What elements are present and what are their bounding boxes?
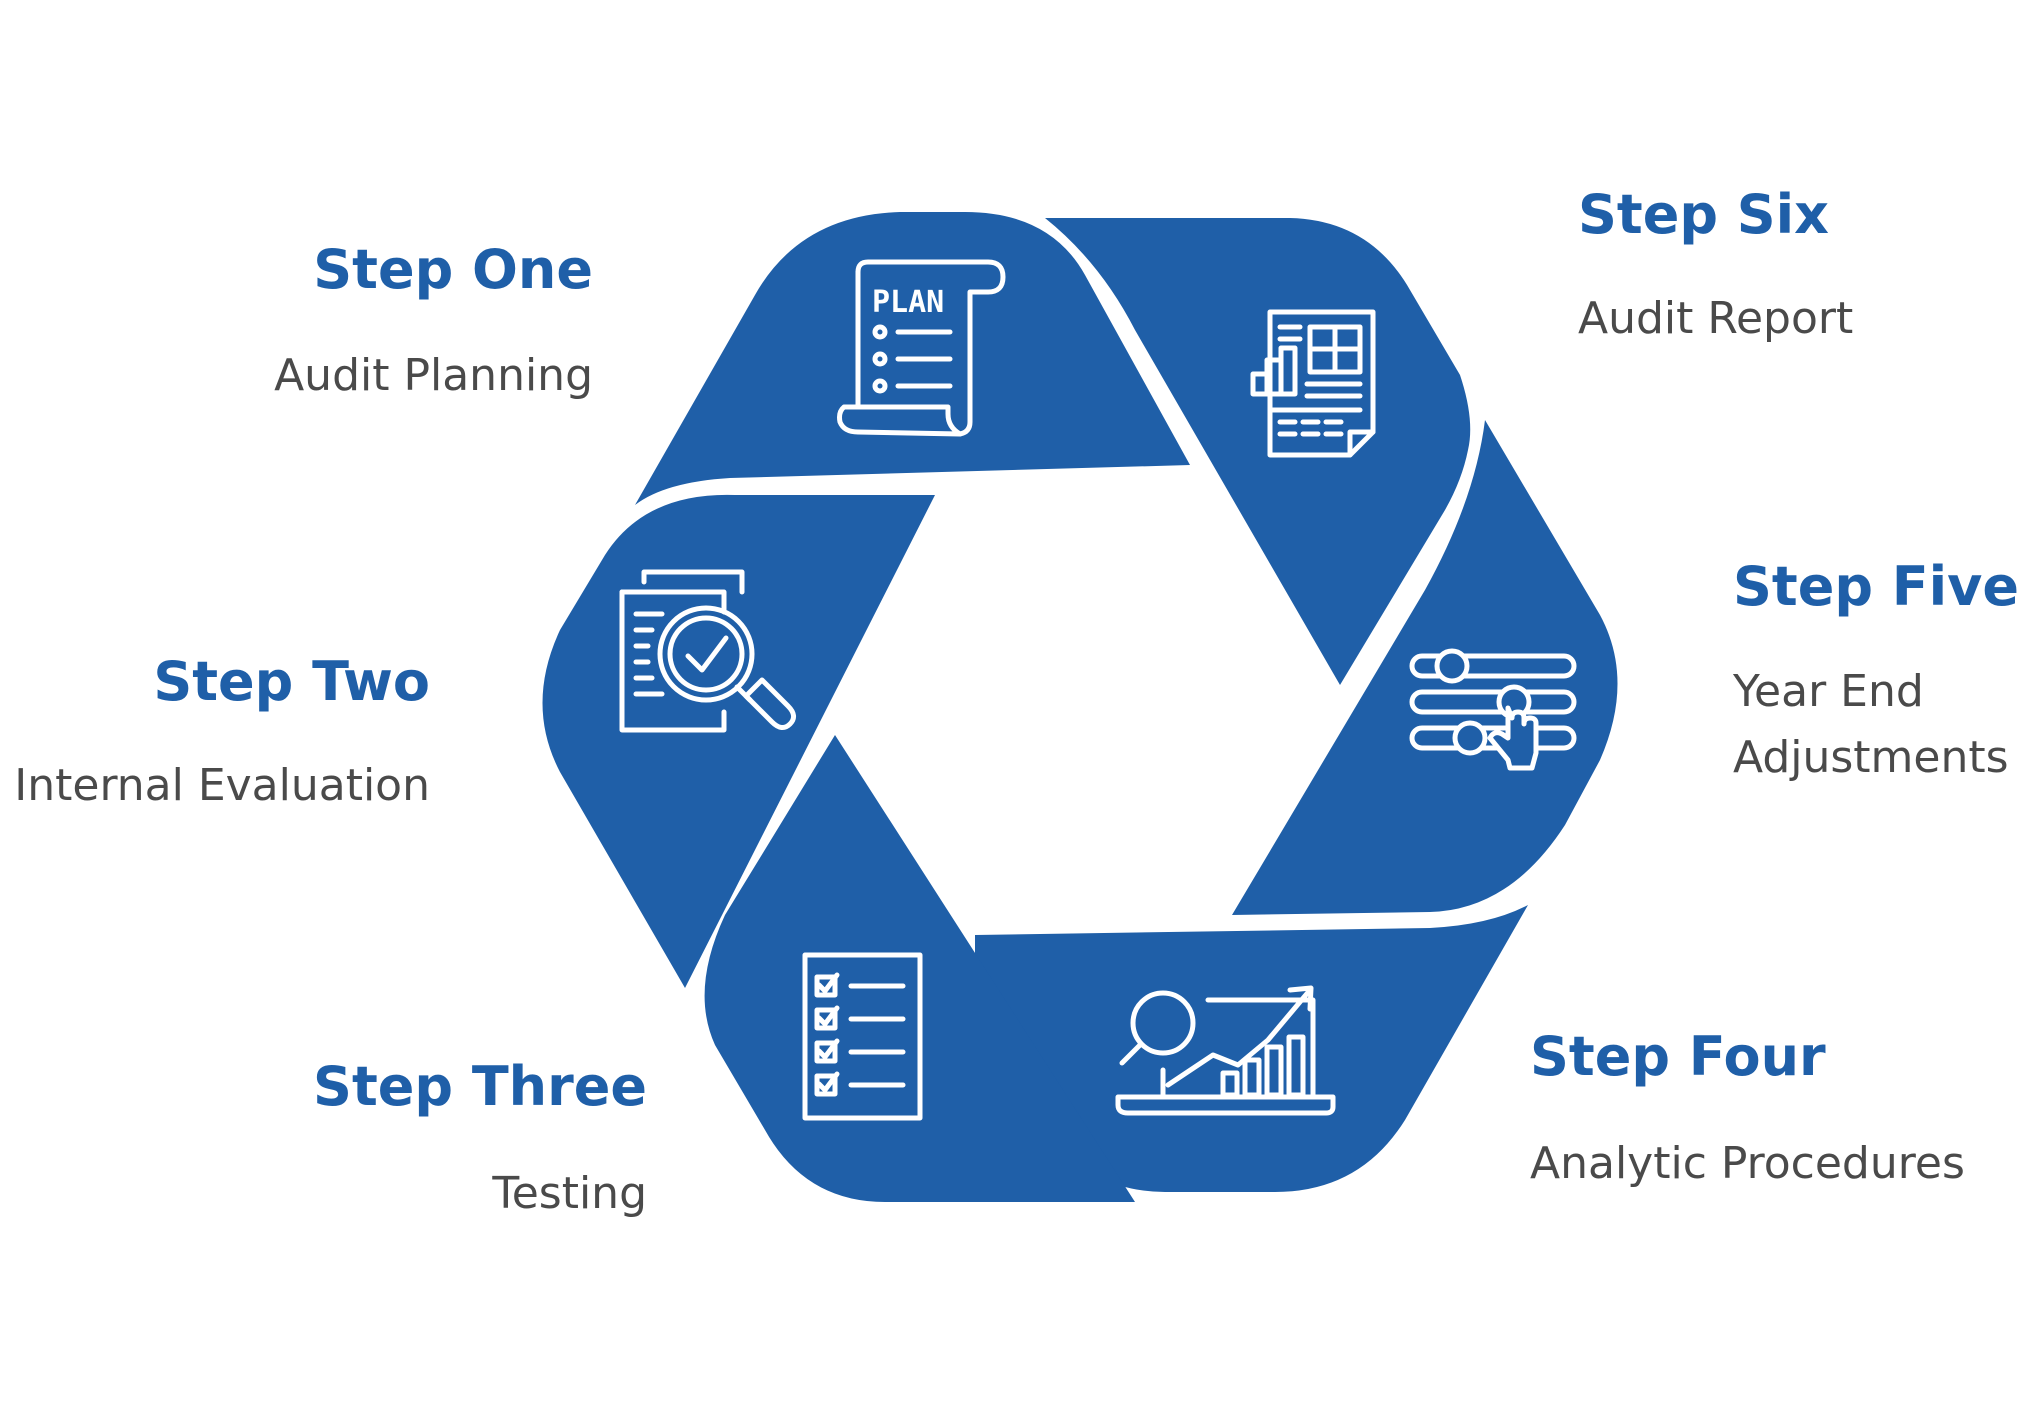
- segment-step-five: [1232, 420, 1618, 915]
- step-four-description: Analytic Procedures: [1530, 1138, 1965, 1189]
- checklist-icon: [802, 952, 923, 1121]
- plan-icon-text: PLAN: [872, 285, 944, 320]
- step-five-description-line-1: Year End: [1732, 666, 1924, 717]
- report-document-icon: [1250, 309, 1376, 458]
- step-five-title: Step Five: [1733, 555, 2019, 618]
- step-two-description: Internal Evaluation: [14, 760, 430, 811]
- step-three-title: Step Three: [313, 1055, 647, 1118]
- step-one-title: Step One: [313, 238, 593, 301]
- step-three-description: Testing: [491, 1168, 647, 1219]
- step-two-title: Step Two: [153, 650, 430, 713]
- step-six-title: Step Six: [1578, 183, 1829, 246]
- step-four-title: Step Four: [1530, 1025, 1826, 1088]
- segment-step-six: [1045, 218, 1471, 685]
- step-six-description: Audit Report: [1578, 293, 1853, 344]
- magnifier-check-document-icon: [619, 569, 796, 733]
- segment-step-two: [542, 494, 935, 988]
- step-five-description-line-2: Adjustments: [1733, 732, 2009, 783]
- segment-step-four: [975, 905, 1528, 1192]
- sliders-hand-icon: [1409, 648, 1577, 771]
- laptop-growth-chart-icon: [1115, 985, 1336, 1116]
- step-one-description: Audit Planning: [274, 350, 593, 401]
- plan-document-icon: PLAN: [837, 259, 1006, 437]
